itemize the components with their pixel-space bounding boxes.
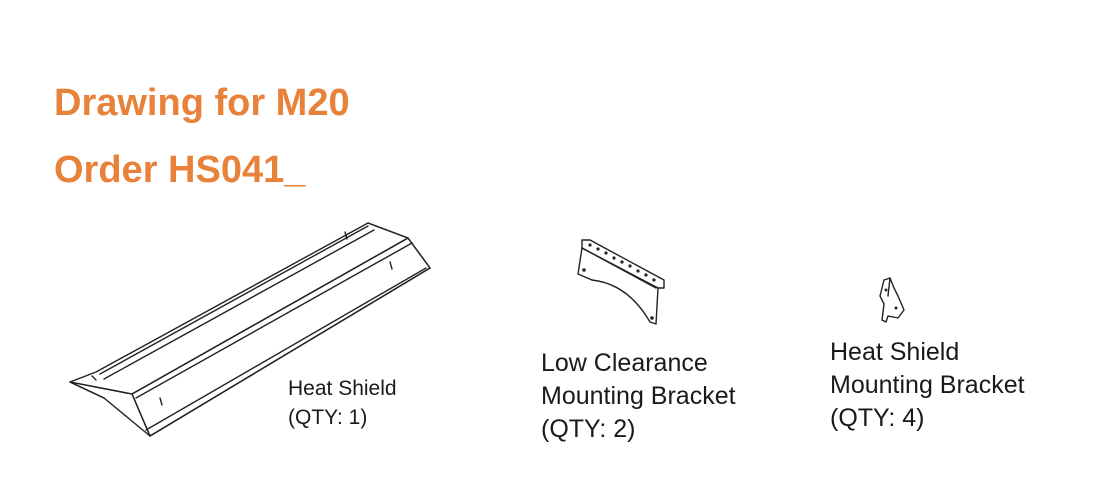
order-number: Order HS041_ [54,149,306,191]
heat-shield-bracket-label: Heat Shield Mounting Bracket (QTY: 4) [830,336,1025,435]
part-name: Mounting Bracket [830,371,1025,399]
part-name: Mounting Bracket [541,382,736,410]
part-qty: (QTY: 2) [541,415,636,443]
heat-shield-label: Heat Shield (QTY: 1) [288,374,397,432]
part-qty: (QTY: 1) [288,406,368,429]
part-qty: (QTY: 4) [830,404,925,432]
part-name: Heat Shield [288,377,397,400]
part-name: Low Clearance [541,349,708,377]
drawing-title: Drawing for M20 [54,82,350,124]
low-clearance-bracket-label: Low Clearance Mounting Bracket (QTY: 2) [541,347,736,446]
part-name: Heat Shield [830,338,960,366]
